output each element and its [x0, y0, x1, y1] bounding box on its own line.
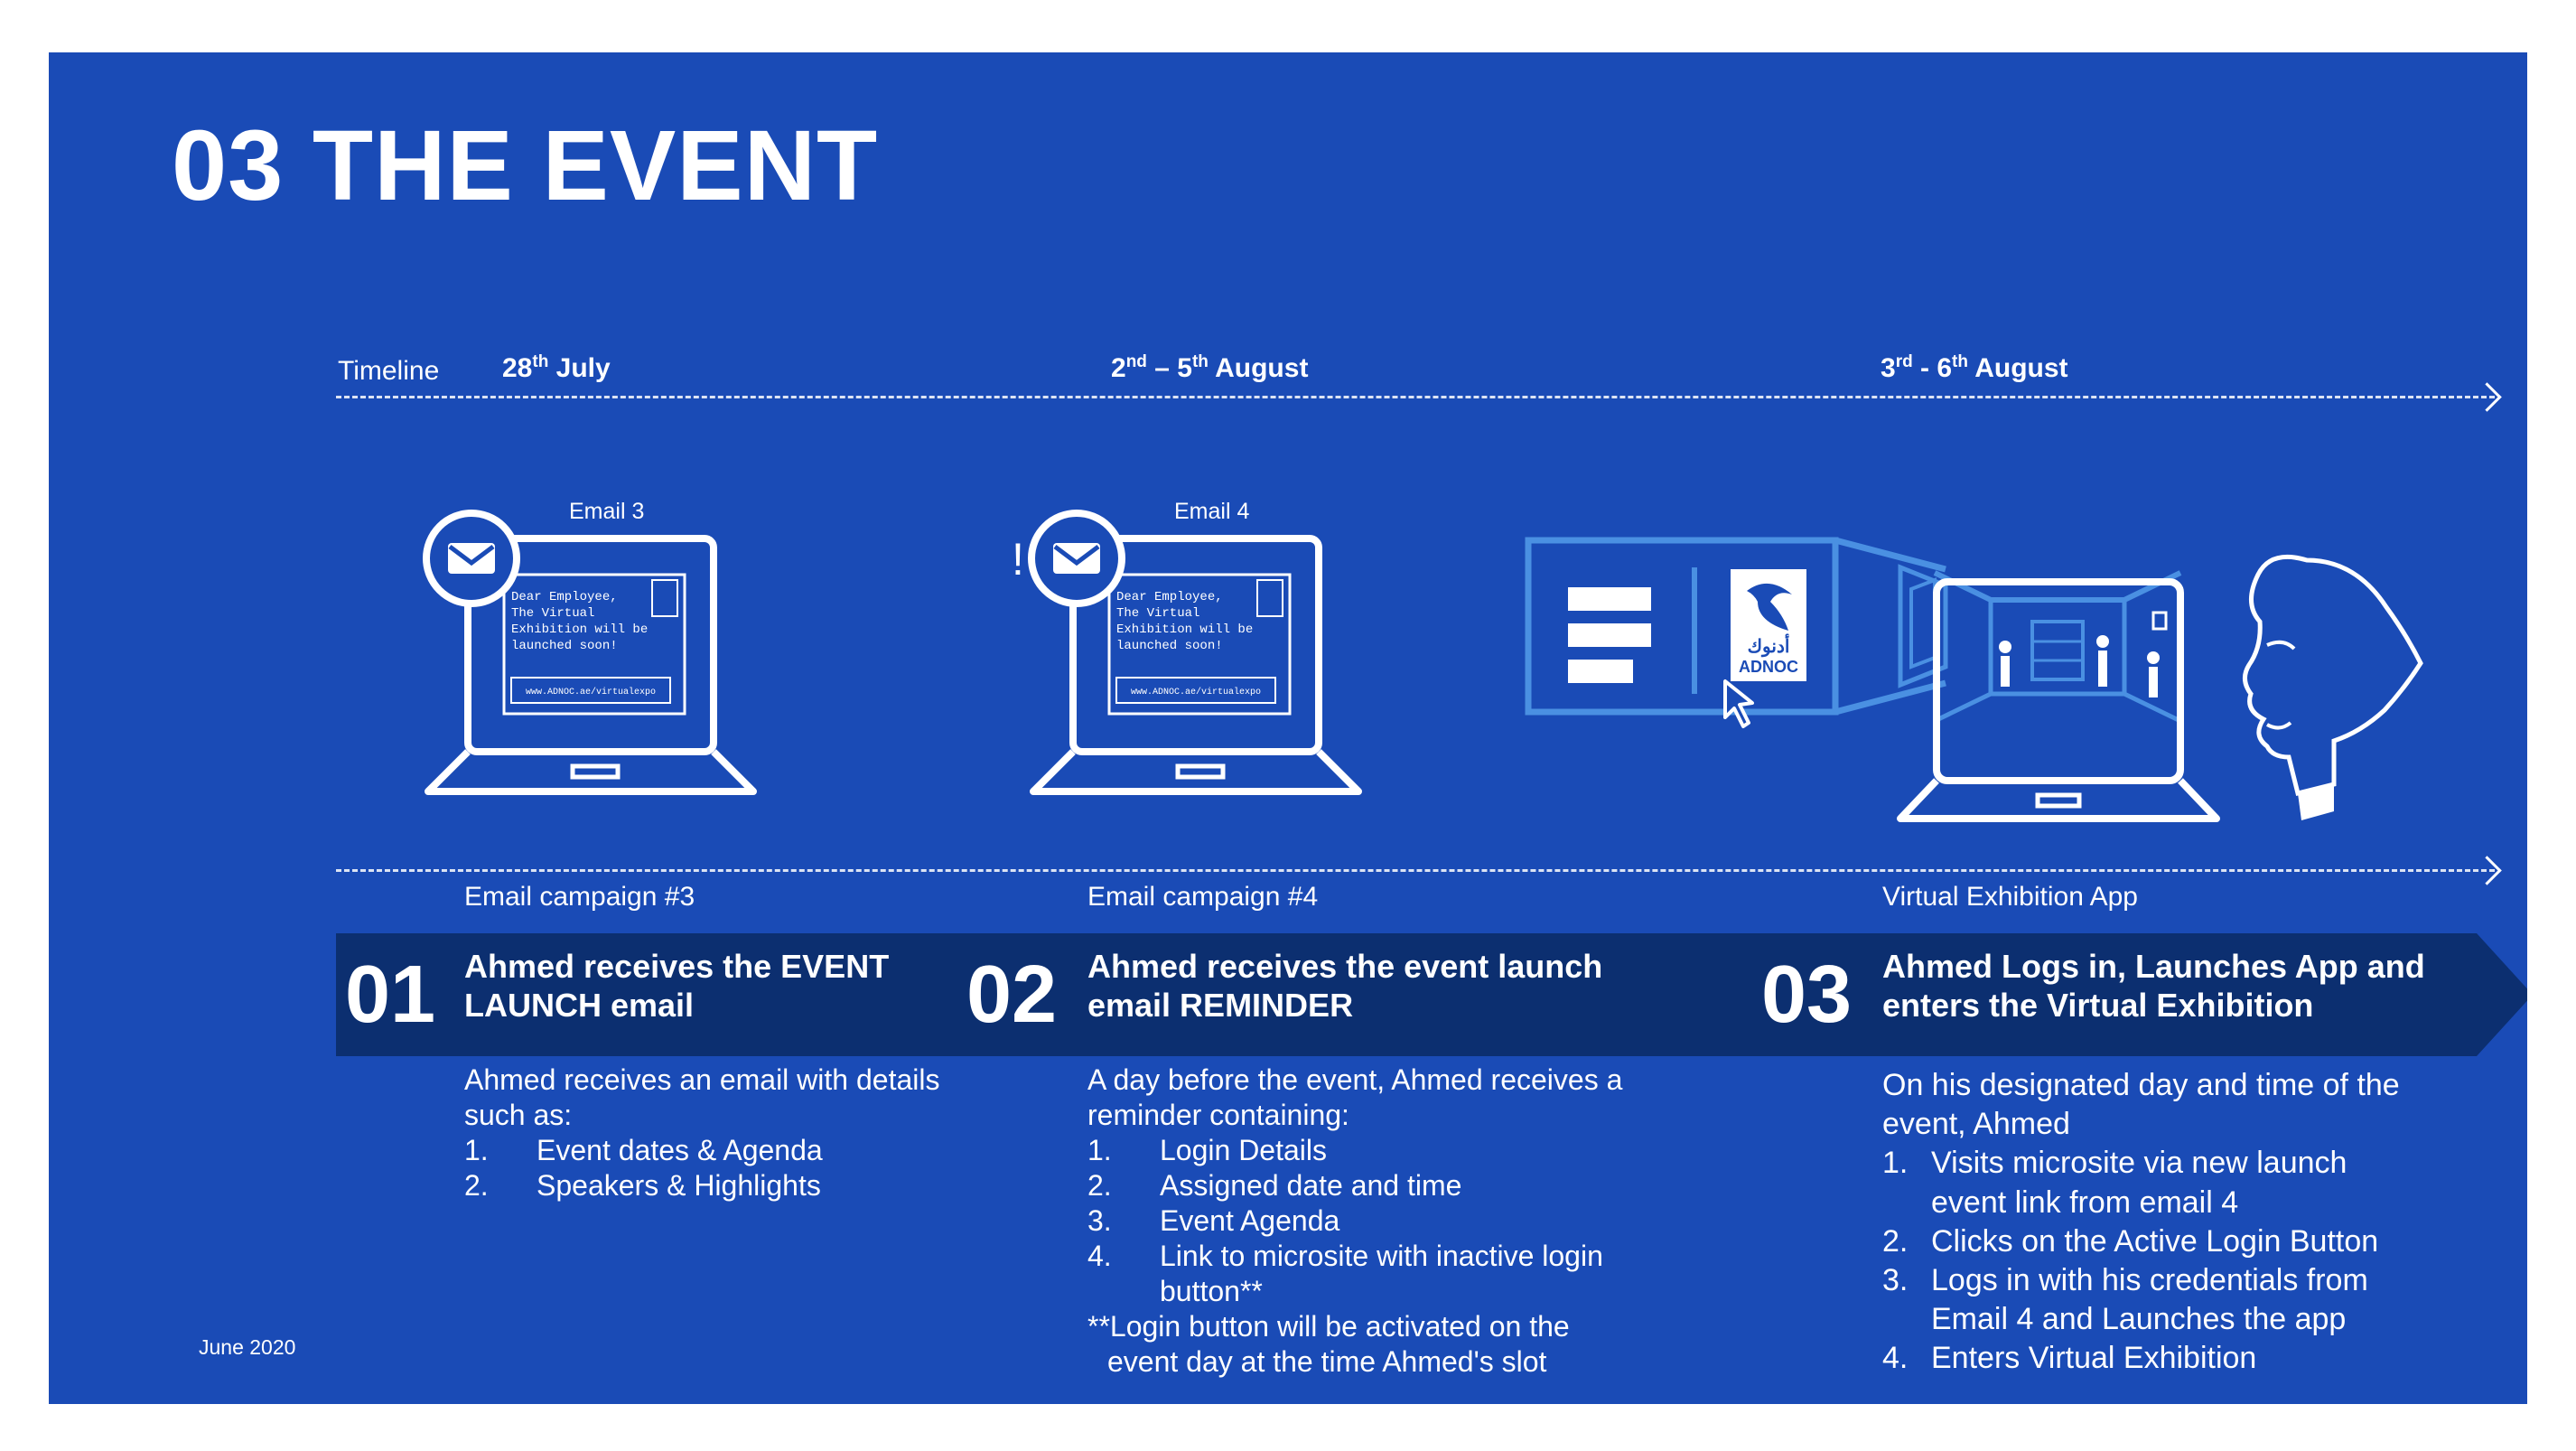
list-item: 3.Logs in with his credentials from Emai… — [1882, 1262, 2368, 1337]
step-3-number: 03 — [1761, 950, 1853, 1040]
step-3-description: On his designated day and time of the ev… — [1882, 1066, 2460, 1378]
list-item: 4.Link to microsite with inactive login … — [1087, 1240, 1603, 1308]
steps-band — [336, 933, 2527, 1056]
list-item: 3.Event Agenda — [1087, 1204, 1340, 1238]
timeline-date-1: 28th July — [502, 352, 611, 383]
timeline-dashed-line — [336, 396, 2495, 398]
step-1-number: 01 — [345, 950, 436, 1040]
step-1-description: Ahmed receives an email with details suc… — [464, 1063, 1024, 1203]
step-2-description: A day before the event, Ahmed receives a… — [1087, 1063, 1702, 1380]
campaign-label-1: Email campaign #3 — [464, 882, 695, 912]
step-3-title: Ahmed Logs in, Launches App and enters t… — [1882, 948, 2425, 1025]
adnoc-logo-icon — [651, 579, 678, 617]
email-4-screen-url: www.ADNOC.ae/virtualexpo — [1131, 687, 1261, 697]
email-3-screen-url: www.ADNOC.ae/virtualexpo — [526, 687, 656, 697]
adnoc-arabic-wordmark: أدنوك — [1748, 633, 1790, 658]
step-2-number: 02 — [966, 950, 1058, 1040]
laptop-screen — [1933, 578, 2184, 784]
footer-date: June 2020 — [199, 1335, 296, 1359]
timeline-date-2: 2nd – 5th August — [1111, 352, 1309, 383]
email-4-screen-line-4: launched soon! — [1116, 639, 1223, 653]
page-title: 03 THE EVENT — [172, 110, 879, 221]
slide: 03 THE EVENT Timeline 28th July 2nd – 5t… — [49, 52, 2527, 1404]
campaign-label-2: Email campaign #4 — [1087, 882, 1319, 912]
email-3-screen-line-3: Exhibition will be — [511, 623, 648, 637]
email-4-screen-line-3: Exhibition will be — [1116, 623, 1253, 637]
list-item: 1.Event dates & Agenda — [464, 1134, 823, 1167]
email-3-screen-line-4: launched soon! — [511, 639, 618, 653]
list-item: 4.Enters Virtual Exhibition — [1882, 1341, 2257, 1376]
campaign-label-3: Virtual Exhibition App — [1882, 882, 2138, 912]
list-item: 2.Assigned date and time — [1087, 1169, 1462, 1203]
email-3-label: Email 3 — [569, 499, 645, 524]
list-item: 1.Visits microsite via new launch event … — [1882, 1146, 2347, 1220]
adnoc-logo-icon — [1256, 579, 1283, 617]
section-dashed-line — [336, 869, 2495, 872]
footnote: **Login button will be activated on the — [1087, 1310, 1570, 1343]
mouse-cursor-icon — [1723, 679, 1754, 728]
email-4-screen-line-2: The Virtual — [1116, 606, 1199, 621]
step-1-title: Ahmed receives the EVENT LAUNCH email — [464, 948, 890, 1025]
list-item: 2.Clicks on the Active Login Button — [1882, 1223, 2379, 1259]
step-2-title: Ahmed receives the event launch email RE… — [1087, 948, 1603, 1025]
email-3-laptop-illustration: Dear Employee, The Virtual Exhibition wi… — [423, 510, 757, 795]
section-arrow-icon — [2472, 856, 2502, 885]
list-item: 1.Login Details — [1087, 1134, 1327, 1167]
footnote-cont: event day at the time Ahmed's slot — [1107, 1345, 1547, 1379]
person-ahmed-icon — [2243, 554, 2423, 797]
email-4-label: Email 4 — [1174, 499, 1250, 524]
email-4-screen-line-1: Dear Employee, — [1116, 590, 1223, 604]
timeline-arrow-icon — [2472, 382, 2502, 412]
virtual-exhibition-app-illustration: أدنوك ADNOC — [1525, 537, 2423, 822]
timeline-label: Timeline — [338, 356, 440, 386]
email-3-screen-line-2: The Virtual — [511, 606, 594, 621]
email-3-screen-line-1: Dear Employee, — [511, 590, 618, 604]
list-item: 2.Speakers & Highlights — [464, 1169, 821, 1203]
timeline-date-3: 3rd - 6th August — [1881, 352, 2068, 383]
email-4-laptop-illustration: Dear Employee, The Virtual Exhibition wi… — [1028, 510, 1362, 795]
adnoc-wordmark: ADNOC — [1739, 658, 1798, 676]
alert-exclamation-icon: ! — [1012, 534, 1024, 585]
